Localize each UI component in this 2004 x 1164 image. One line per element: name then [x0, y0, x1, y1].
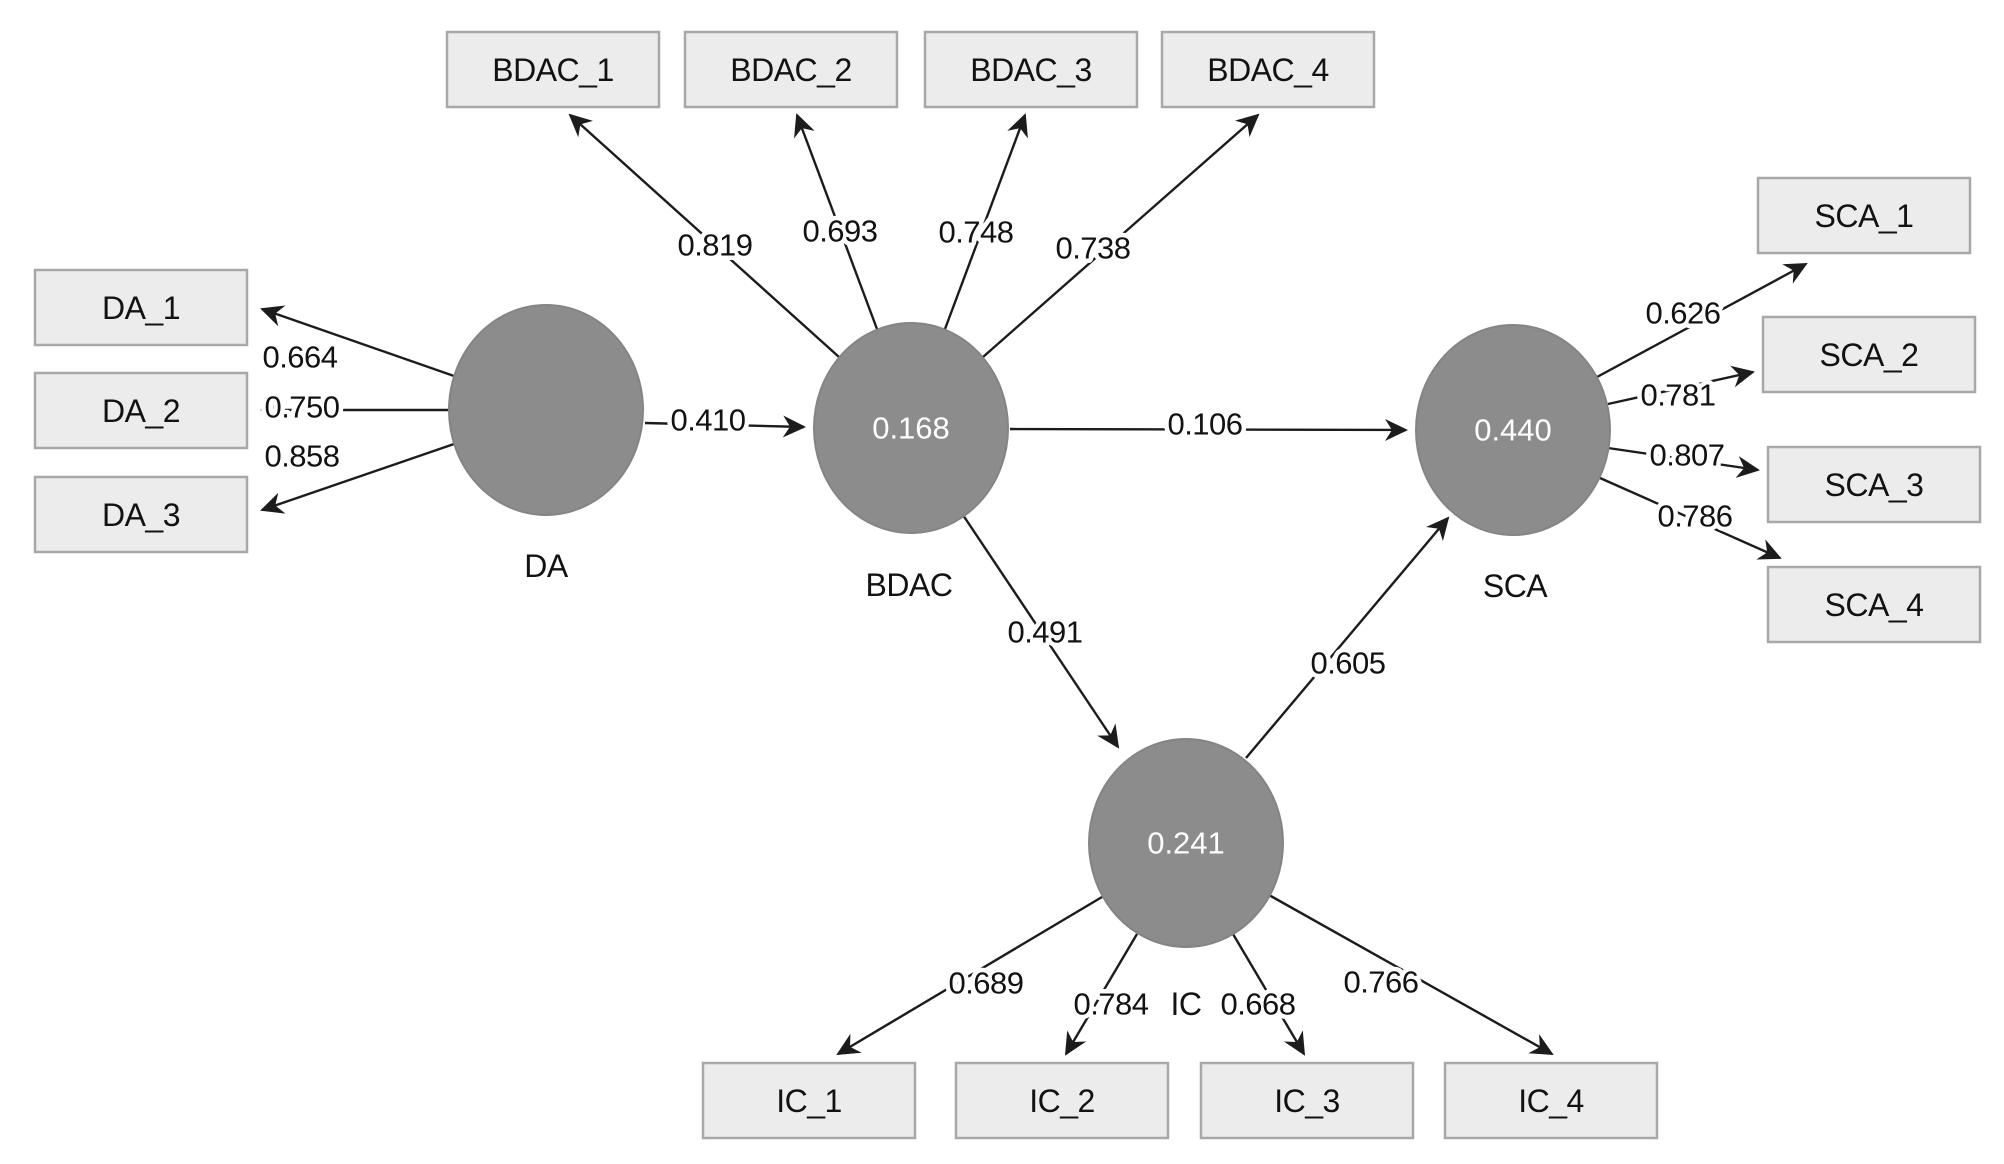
loading-value-ic-4: 0.766: [1343, 965, 1418, 1000]
indicator-label-ic-3: IC_3: [1274, 1083, 1340, 1119]
indicator-label-ic-1: IC_1: [776, 1083, 842, 1119]
indicator-box-bdac-2[interactable]: [683, 30, 899, 109]
indicator-box-bdac-4[interactable]: [1160, 30, 1376, 109]
construct-bdac-r2: 0.168: [872, 411, 950, 446]
loading-arrow-sca-4: [1599, 476, 1782, 560]
indicator-box-sca-4[interactable]: [1766, 565, 1982, 644]
construct-da[interactable]: [448, 304, 644, 516]
indicator-label-bdac-3: BDAC_3: [970, 52, 1092, 88]
indicator-label-ic-4: IC_4: [1518, 1083, 1584, 1119]
path-arrow-da-bdac: [644, 415, 806, 438]
indicator-box-ic-2[interactable]: [954, 1061, 1170, 1140]
loading-value-da-3: 0.858: [264, 439, 339, 474]
loading-arrow-sca-1: [1596, 262, 1808, 379]
indicator-label-sca-3: SCA_3: [1825, 467, 1924, 503]
loading-value-sca-3: 0.807: [1649, 438, 1724, 473]
loading-arrow-sca-3: [1607, 446, 1760, 478]
indicator-label-sca-1: SCA_1: [1815, 198, 1914, 234]
indicator-box-da-1[interactable]: [33, 268, 249, 347]
indicator-box-ic-1[interactable]: [701, 1061, 917, 1140]
loading-arrow-bdac-1: [568, 113, 840, 358]
loading-value-da-2: 0.750: [264, 390, 339, 425]
loading-value-sca-2: 0.781: [1640, 378, 1715, 413]
path-arrow-bdac-ic: [962, 514, 1120, 749]
loading-value-bdac-2: 0.693: [802, 214, 877, 249]
loading-arrow-da-1: [260, 305, 455, 378]
path-arrow-ic-sca: [1245, 516, 1450, 759]
loading-value-bdac-1: 0.819: [677, 228, 752, 263]
loading-arrow-da-3: [260, 442, 455, 514]
loading-value-sca-4: 0.786: [1657, 499, 1732, 534]
indicator-box-ic-3[interactable]: [1199, 1061, 1415, 1140]
loading-value-da-1: 0.664: [262, 340, 337, 375]
indicator-box-da-3[interactable]: [33, 475, 249, 554]
indicator-box-bdac-1[interactable]: [445, 30, 661, 109]
loading-arrow-sca-2: [1607, 365, 1755, 406]
loading-arrow-ic-4: [1268, 893, 1554, 1056]
construct-da-label: DA: [524, 548, 569, 584]
indicator-label-ic-2: IC_2: [1029, 1083, 1095, 1119]
indicator-label-bdac-2: BDAC_2: [730, 52, 852, 88]
indicator-label-da-3: DA_3: [102, 497, 180, 533]
path-coef-bdac-sca: 0.106: [1167, 407, 1242, 442]
indicator-box-ic-4[interactable]: [1443, 1061, 1659, 1140]
construct-bdac[interactable]: [813, 322, 1009, 534]
path-coef-da-bdac: 0.410: [670, 403, 745, 438]
loading-value-ic-2: 0.784: [1073, 987, 1148, 1022]
loading-value-ic-3: 0.668: [1220, 987, 1295, 1022]
construct-sca[interactable]: [1415, 324, 1611, 536]
indicator-box-sca-2[interactable]: [1761, 315, 1977, 394]
path-coef-bdac-ic: 0.491: [1007, 615, 1082, 650]
loading-arrow-bdac-2: [794, 113, 879, 330]
construct-bdac-label: BDAC: [866, 567, 953, 603]
indicator-label-bdac-1: BDAC_1: [492, 52, 614, 88]
indicator-box-sca-3[interactable]: [1766, 445, 1982, 524]
construct-sca-r2: 0.440: [1474, 413, 1552, 448]
construct-sca-label: SCA: [1483, 568, 1548, 604]
path-arrow-bdac-sca: [1009, 418, 1408, 441]
loading-value-bdac-4: 0.738: [1055, 231, 1130, 266]
indicator-label-da-1: DA_1: [102, 290, 180, 326]
indicator-box-bdac-3[interactable]: [923, 30, 1139, 109]
construct-ic-label: IC: [1171, 986, 1202, 1022]
loading-value-ic-1: 0.689: [948, 966, 1023, 1001]
indicator-label-da-2: DA_2: [102, 393, 180, 429]
loading-arrow-bdac-4: [982, 113, 1260, 358]
indicator-label-sca-4: SCA_4: [1825, 587, 1924, 623]
construct-ic-r2: 0.241: [1147, 826, 1225, 861]
loading-value-sca-1: 0.626: [1645, 296, 1720, 331]
path-coef-ic-sca: 0.605: [1310, 646, 1385, 681]
indicator-box-da-2[interactable]: [33, 371, 249, 450]
indicator-label-bdac-4: BDAC_4: [1207, 52, 1329, 88]
loading-arrow-ic-1: [836, 895, 1103, 1056]
loading-arrow-ic-2: [1064, 933, 1139, 1056]
construct-ic[interactable]: [1088, 738, 1284, 948]
indicator-label-sca-2: SCA_2: [1820, 337, 1919, 373]
loading-value-bdac-3: 0.748: [938, 215, 1013, 250]
loading-arrow-bdac-3: [943, 113, 1028, 330]
loading-arrow-ic-3: [1231, 933, 1306, 1056]
indicator-box-sca-1[interactable]: [1756, 176, 1972, 255]
